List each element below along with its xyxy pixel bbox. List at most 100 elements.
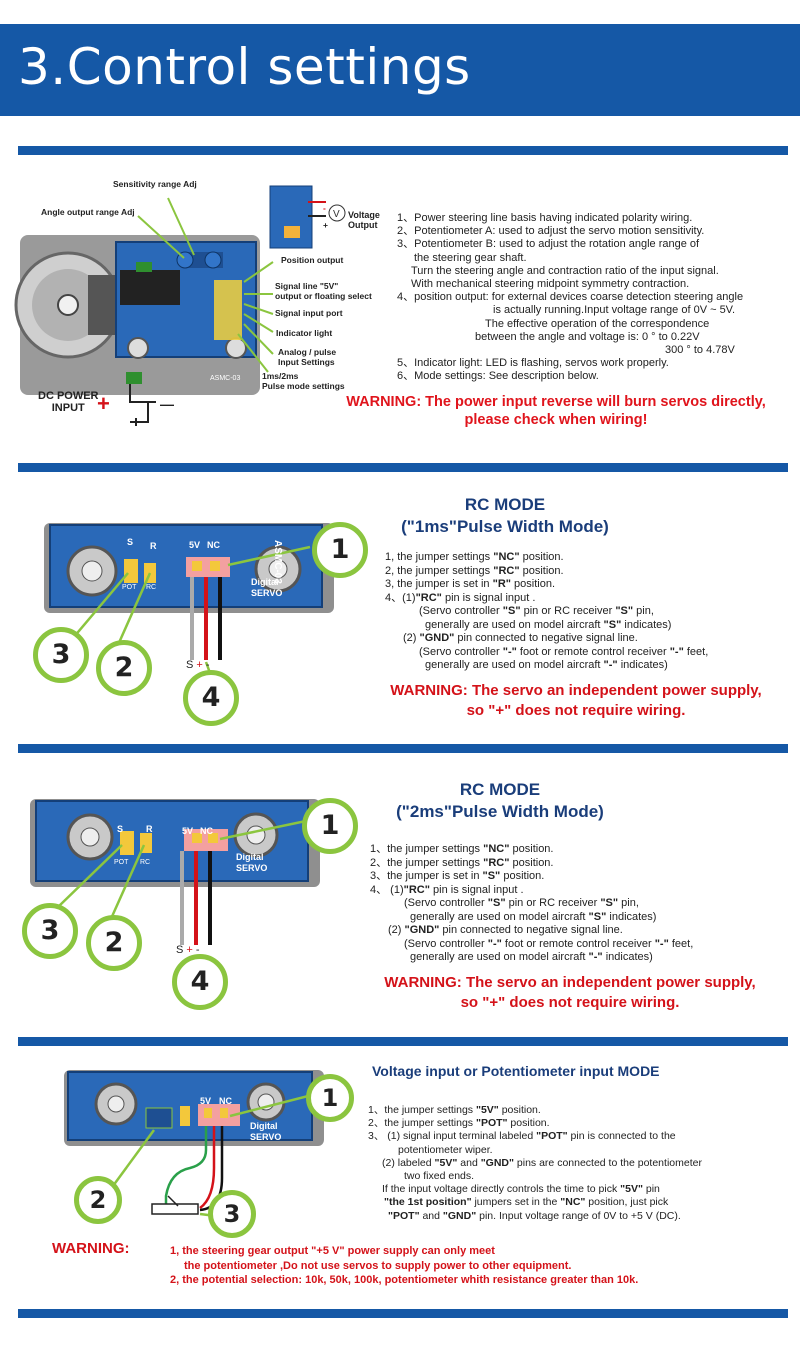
wire-s-label: S bbox=[176, 944, 184, 956]
mode-title-line: RC MODE bbox=[459, 780, 541, 799]
signal-line-1: Signal line "5V" bbox=[275, 281, 339, 291]
pin-rc-label: RC bbox=[140, 859, 151, 866]
board-overview-graphic: ASMC-03 V bbox=[14, 185, 346, 426]
warning-line: so "+" does not require wiring. bbox=[460, 994, 680, 1011]
step-line: (Servo controller "S" pin or RC receiver… bbox=[385, 605, 708, 619]
marker-3: 3 bbox=[208, 1190, 256, 1238]
step-text: 3、the jumper is set in bbox=[370, 870, 483, 882]
callout-analog: Analog / pulse Input Settings bbox=[278, 347, 336, 367]
dc-plus-sign: + bbox=[97, 391, 110, 416]
rc-2ms-illustration bbox=[6, 795, 351, 995]
pin-nc-label: NC bbox=[200, 826, 213, 836]
step-emphasis: "NC" bbox=[560, 1196, 586, 1209]
board-overview-illustration: ASMC-03 V bbox=[8, 180, 398, 430]
step-line: 3, the jumper is set in "R" position. bbox=[385, 578, 708, 592]
voltage-mode-steps: 1、the jumper settings "5V" position.2、th… bbox=[368, 1104, 702, 1223]
pin-pot-label: POT bbox=[114, 859, 129, 866]
marker-2-number: 2 bbox=[104, 927, 124, 958]
warning-line: WARNING: The servo an independent power … bbox=[390, 682, 762, 699]
step-text: (Servo controller bbox=[419, 645, 503, 658]
step-line: If the input voltage directly controls t… bbox=[368, 1183, 702, 1196]
dc-power-line-1: DC POWER bbox=[38, 390, 99, 402]
step-emphasis: "5V" bbox=[434, 1156, 458, 1169]
step-line: 2、the jumper settings "RC" position. bbox=[370, 857, 693, 871]
step-text: indicates) bbox=[602, 951, 653, 963]
section-divider bbox=[18, 1037, 788, 1046]
pin-5v-label: 5V bbox=[189, 540, 201, 550]
step-emphasis: "-" bbox=[502, 645, 517, 658]
callout-sensitivity: Sensitivity range Adj bbox=[113, 179, 197, 189]
step-text: 4、 (1) bbox=[370, 883, 404, 896]
step-text: position. bbox=[500, 870, 545, 882]
overview-item: With mechanical steering midpoint symmet… bbox=[411, 278, 690, 291]
step-text: position. bbox=[507, 1117, 550, 1130]
wire-label-row: S + - bbox=[186, 659, 210, 671]
digital-label: Digital bbox=[236, 852, 264, 862]
rc-2ms-steps: 1、the jumper settings "NC" position.2、th… bbox=[370, 843, 693, 965]
step-line: 4、 (1)"RC" pin is signal input . bbox=[370, 884, 693, 898]
rc-1ms-title: RC MODE ("1ms"Pulse Width Mode) bbox=[365, 494, 645, 538]
step-line: (Servo controller "S" pin or RC receiver… bbox=[370, 897, 693, 911]
step-text: foot or remote control receiver bbox=[501, 937, 655, 950]
step-text: 3、 (1) signal input terminal labeled bbox=[368, 1130, 537, 1143]
pin-nc-label: NC bbox=[219, 1096, 232, 1106]
step-line: generally are used on model aircraft "S"… bbox=[370, 911, 693, 925]
step-text: 2, the jumper settings bbox=[385, 564, 494, 577]
step-text: position. bbox=[509, 856, 554, 869]
marker-1-number: 1 bbox=[320, 810, 340, 841]
step-emphasis: "-" bbox=[603, 659, 618, 671]
step-emphasis: "5V" bbox=[620, 1183, 643, 1196]
voltage-mode-illustration bbox=[50, 1068, 360, 1238]
step-text: potentiometer wiper. bbox=[398, 1143, 493, 1156]
step-line: (Servo controller "-" foot or remote con… bbox=[370, 938, 693, 952]
servo-label: SERVO bbox=[236, 863, 268, 873]
pin-r-label: R bbox=[146, 824, 153, 834]
step-text: foot or remote control receiver bbox=[516, 645, 670, 658]
overview-item: Turn the steering angle and contraction … bbox=[411, 264, 719, 277]
page-title: 3.Control settings bbox=[18, 38, 471, 96]
step-emphasis: "NC" bbox=[493, 551, 520, 563]
overview-item: The effective operation of the correspon… bbox=[485, 317, 710, 330]
rc-2ms-graphic bbox=[30, 799, 320, 945]
section-divider bbox=[18, 1309, 788, 1318]
step-line: 1、the jumper settings "NC" position. bbox=[370, 843, 693, 857]
step-line: 4、(1)"RC" pin is signal input . bbox=[385, 592, 708, 606]
step-text: two fixed ends. bbox=[404, 1170, 475, 1183]
step-emphasis: "POT" bbox=[475, 1117, 508, 1130]
mode-title-line: ("2ms"Pulse Width Mode) bbox=[396, 802, 604, 821]
step-text: pins are connected to the potentiometer bbox=[514, 1156, 702, 1169]
mode-title-line: ("1ms"Pulse Width Mode) bbox=[401, 517, 609, 536]
overview-item: 6、Mode settings: See description below. bbox=[397, 370, 599, 383]
step-text: pin connected to negative signal line. bbox=[454, 632, 638, 644]
servo-label: SERVO bbox=[250, 1132, 282, 1142]
pulse-line-1: 1ms/2ms bbox=[262, 371, 299, 381]
step-line: potentiometer wiper. bbox=[368, 1144, 702, 1157]
signal-line-2: output or floating select bbox=[275, 291, 372, 301]
pin-5v-label: 5V bbox=[200, 1096, 212, 1106]
step-line: 1, the jumper settings "NC" position. bbox=[385, 551, 708, 565]
marker-2: 2 bbox=[86, 915, 142, 971]
step-text: generally are used on model aircraft bbox=[410, 951, 589, 963]
mode-title-line: RC MODE bbox=[464, 495, 546, 514]
marker-3: 3 bbox=[33, 627, 89, 683]
step-text: (Servo controller bbox=[404, 937, 488, 950]
overview-list: 1、Power steering line basis having indic… bbox=[397, 212, 743, 384]
step-line: generally are used on model aircraft "-"… bbox=[370, 951, 693, 965]
step-text: 2、the jumper settings bbox=[370, 856, 484, 869]
warning-line: WARNING: The servo an independent power … bbox=[384, 974, 756, 991]
step-line: 1、the jumper settings "5V" position. bbox=[368, 1104, 702, 1117]
step-text: 4、(1) bbox=[385, 591, 416, 604]
section-divider bbox=[18, 744, 788, 753]
voltage-mode-graphic bbox=[64, 1070, 324, 1218]
pin-r-label: R bbox=[150, 541, 157, 551]
step-text: pin is signal input . bbox=[441, 591, 536, 604]
pin-s-label: S bbox=[127, 537, 134, 547]
pin-rc-label: RC bbox=[146, 584, 157, 591]
step-emphasis: "RC" bbox=[403, 883, 430, 896]
step-text: position. bbox=[510, 578, 556, 590]
callout-dc-power: DC POWER INPUT bbox=[38, 390, 99, 414]
marker-1: 1 bbox=[302, 798, 358, 854]
callout-angle: Angle output range Adj bbox=[41, 207, 135, 217]
overview-item: between the angle and voltage is: 0 ° to… bbox=[475, 330, 700, 343]
step-emphasis: "GND" bbox=[480, 1156, 514, 1169]
